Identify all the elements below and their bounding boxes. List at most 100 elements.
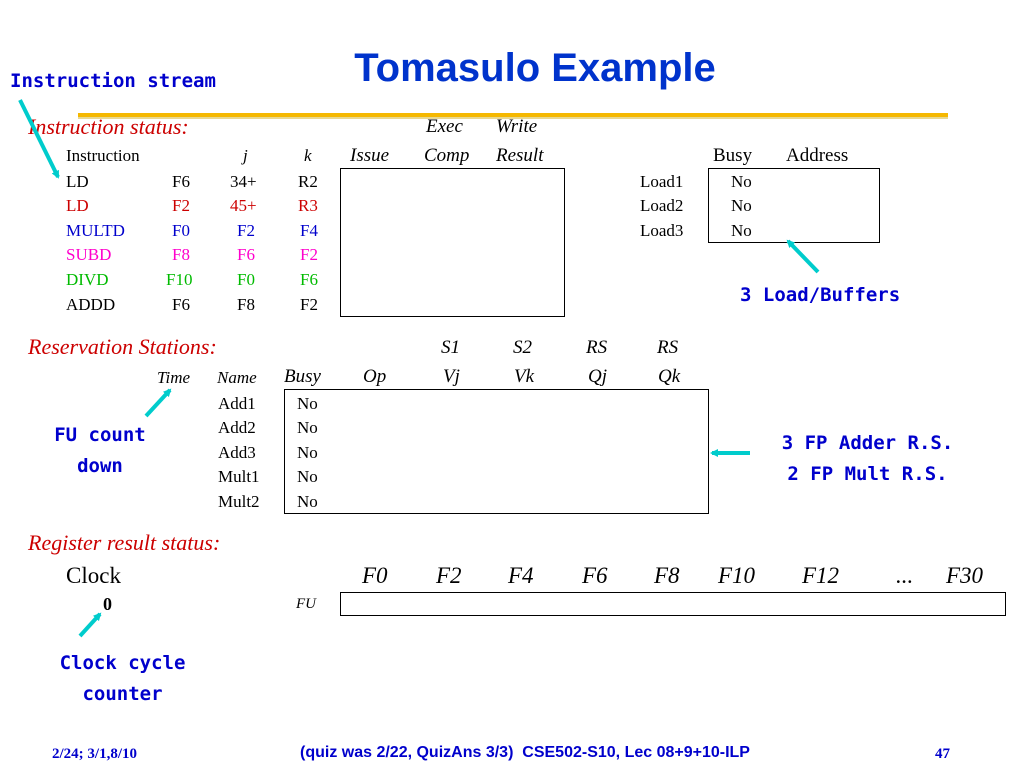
instr-row-2-k: R3 bbox=[298, 196, 318, 215]
load-col-busy: Busy bbox=[713, 145, 753, 166]
instr-row-1-j: 34+ bbox=[230, 172, 257, 191]
annotation-clock-line2: counter bbox=[82, 683, 163, 705]
rs-hdr-rs2: RS bbox=[657, 337, 679, 358]
load-row-2-name: Load2 bbox=[640, 196, 684, 215]
rs-row-3-busy: No bbox=[297, 443, 318, 462]
col-comp: Comp bbox=[424, 145, 470, 166]
reg-f12: F12 bbox=[802, 563, 840, 588]
clock-value: 0 bbox=[103, 594, 112, 614]
instr-row-4-d: F8 bbox=[172, 245, 190, 264]
clock-label: Clock bbox=[66, 563, 121, 588]
reg-f10: F10 bbox=[718, 563, 756, 588]
arrow-clock bbox=[78, 612, 102, 638]
hdr-exec: Exec bbox=[426, 116, 463, 137]
rs-row-2-busy: No bbox=[297, 418, 318, 437]
rs-row-1-busy: No bbox=[297, 394, 318, 413]
footer-center: (quiz was 2/22, QuizAns 3/3) CSE502-S10,… bbox=[300, 744, 750, 761]
instr-row-1-k: R2 bbox=[298, 172, 318, 191]
load-col-address: Address bbox=[786, 145, 849, 166]
reg-f8: F8 bbox=[654, 563, 680, 588]
footer-right: 47 bbox=[935, 746, 950, 762]
instr-row-6-d: F6 bbox=[172, 295, 190, 314]
reservation-stations-label: Reservation Stations: bbox=[28, 334, 217, 359]
rs-row-5-name: Mult2 bbox=[218, 492, 260, 511]
col-instruction: Instruction bbox=[66, 146, 140, 165]
rs-col-vk: Vk bbox=[514, 366, 535, 387]
annotation-fu-count-line1: FU count bbox=[54, 424, 146, 446]
load-row-1-name: Load1 bbox=[640, 172, 684, 191]
instr-row-6-k: F2 bbox=[300, 295, 318, 314]
rs-row-2-name: Add2 bbox=[218, 418, 256, 437]
instr-row-4-op: SUBD bbox=[66, 245, 112, 264]
instr-row-2-op: LD bbox=[66, 196, 89, 215]
rs-row-5-busy: No bbox=[297, 492, 318, 511]
rs-col-time: Time bbox=[157, 368, 191, 387]
instr-row-3-k: F4 bbox=[300, 221, 318, 240]
instr-row-3-op: MULTD bbox=[66, 221, 125, 240]
rs-row-3-name: Add3 bbox=[218, 443, 256, 462]
arrow-load-buffers bbox=[786, 239, 820, 274]
load-row-1-busy: No bbox=[731, 172, 752, 191]
rs-col-qj: Qj bbox=[588, 366, 607, 387]
col-j: j bbox=[243, 146, 248, 165]
rs-col-name: Name bbox=[217, 368, 257, 387]
load-row-3-name: Load3 bbox=[640, 221, 684, 240]
col-issue: Issue bbox=[350, 145, 390, 166]
reg-f6: F6 bbox=[582, 563, 608, 588]
title-rule bbox=[78, 113, 948, 117]
instruction-status-box bbox=[340, 168, 565, 317]
reg-f30: F30 bbox=[946, 563, 984, 588]
reg-ellipsis: ... bbox=[896, 563, 914, 588]
reservation-stations-box bbox=[284, 389, 709, 514]
instr-row-1-op: LD bbox=[66, 172, 89, 191]
instr-row-5-j: F0 bbox=[237, 270, 255, 289]
instr-row-5-op: DIVD bbox=[66, 270, 109, 289]
instr-row-6-j: F8 bbox=[237, 295, 255, 314]
rs-hdr-s2: S2 bbox=[513, 337, 532, 358]
instr-row-2-d: F2 bbox=[172, 196, 190, 215]
arrow-fu-count bbox=[144, 388, 172, 418]
instr-row-5-d: F10 bbox=[166, 270, 193, 289]
instr-row-1-d: F6 bbox=[172, 172, 190, 191]
instr-row-4-j: F6 bbox=[237, 245, 255, 264]
instr-row-4-k: F2 bbox=[300, 245, 318, 264]
rs-row-4-name: Mult1 bbox=[218, 467, 260, 486]
reg-f0: F0 bbox=[362, 563, 388, 588]
col-result: Result bbox=[496, 145, 544, 166]
load-row-2-busy: No bbox=[731, 196, 752, 215]
arrow-instruction-stream bbox=[18, 99, 60, 179]
reg-f4: F4 bbox=[508, 563, 534, 588]
rs-hdr-s1: S1 bbox=[441, 337, 460, 358]
fu-label: FU bbox=[296, 596, 316, 612]
annotation-instruction-stream: Instruction stream bbox=[10, 70, 216, 92]
annotation-clock: Clock cycle counter bbox=[40, 648, 205, 710]
annotation-fu-count-line2: down bbox=[77, 455, 123, 477]
annotation-rs: 3 FP Adder R.S. 2 FP Mult R.S. bbox=[755, 428, 980, 490]
rs-col-vj: Vj bbox=[443, 366, 460, 387]
annotation-fu-count: FU count down bbox=[40, 420, 160, 482]
rs-col-op: Op bbox=[363, 366, 387, 387]
instr-row-5-k: F6 bbox=[300, 270, 318, 289]
rs-col-qk: Qk bbox=[658, 366, 681, 387]
annotation-clock-line1: Clock cycle bbox=[59, 652, 186, 674]
instr-row-3-d: F0 bbox=[172, 221, 190, 240]
annotation-load-buffers: 3 Load/Buffers bbox=[740, 284, 901, 306]
rs-row-1-name: Add1 bbox=[218, 394, 256, 413]
page-title: Tomasulo Example bbox=[354, 46, 716, 90]
annotation-rs-line1: 3 FP Adder R.S. bbox=[781, 432, 954, 454]
col-k: k bbox=[304, 146, 312, 165]
reg-f2: F2 bbox=[436, 563, 462, 588]
instr-row-2-j: 45+ bbox=[230, 196, 257, 215]
register-result-status-label: Register result status: bbox=[28, 530, 221, 555]
register-result-box bbox=[340, 592, 1006, 616]
load-row-3-busy: No bbox=[731, 221, 752, 240]
footer-left: 2/24; 3/1,8/10 bbox=[52, 746, 137, 762]
instruction-status-label: Instruction status: bbox=[28, 114, 189, 139]
instr-row-3-j: F2 bbox=[237, 221, 255, 240]
rs-col-busy: Busy bbox=[284, 366, 321, 387]
instr-row-6-op: ADDD bbox=[66, 295, 116, 314]
hdr-write: Write bbox=[496, 116, 538, 137]
annotation-rs-line2: 2 FP Mult R.S. bbox=[787, 463, 948, 485]
rs-hdr-rs1: RS bbox=[586, 337, 608, 358]
